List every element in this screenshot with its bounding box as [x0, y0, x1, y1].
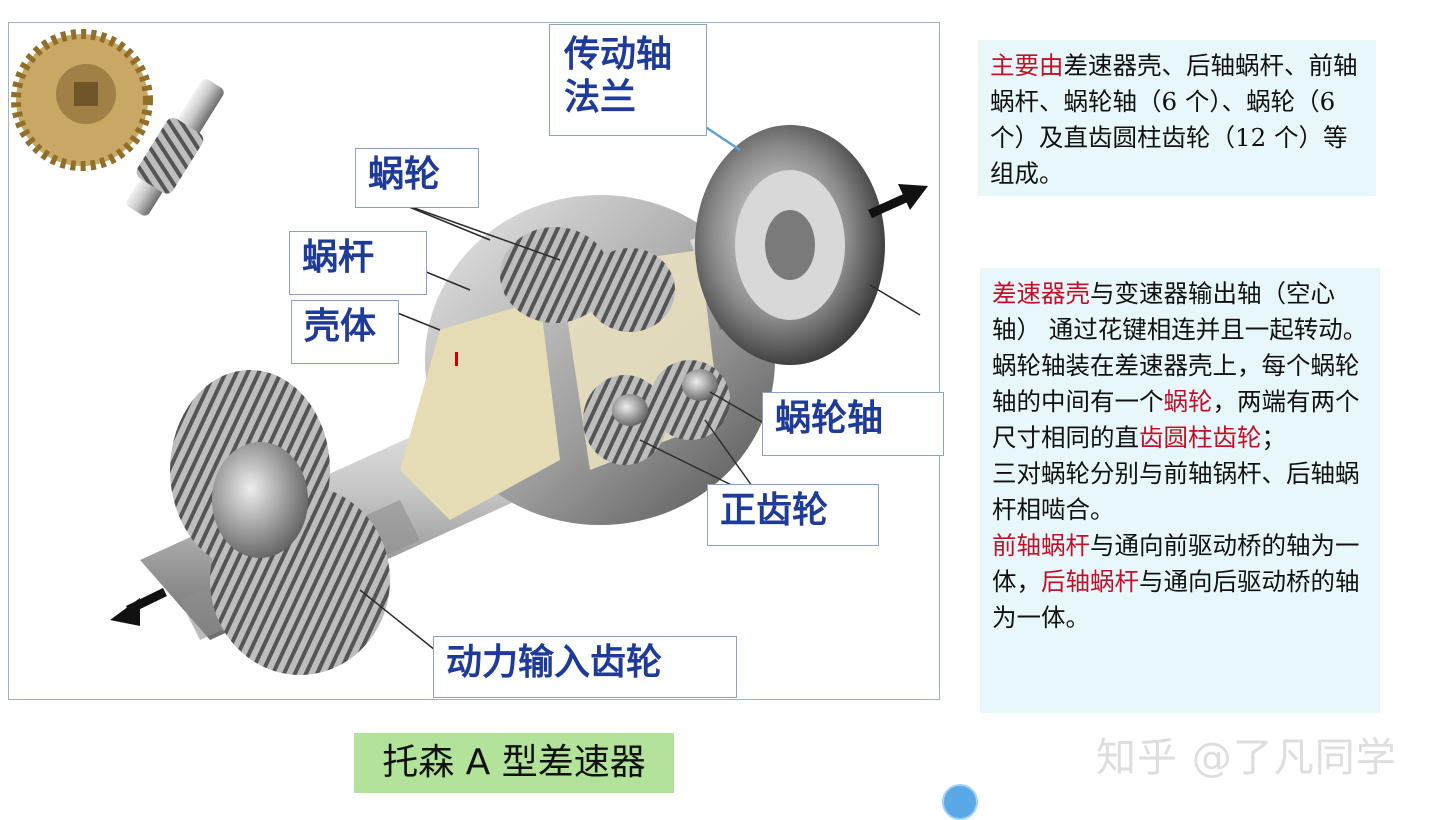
- working-principle-note: 差速器壳与变速器输出轴（空心轴） 通过花键相连并且一起转动。 蜗轮轴装在差速器壳…: [980, 268, 1380, 713]
- note-housing: 差速器壳: [992, 279, 1090, 308]
- floating-bubble-icon[interactable]: [942, 784, 978, 820]
- worm-wheel-shaft-label: 蜗轮轴: [762, 392, 944, 456]
- output-flange: [690, 125, 885, 365]
- note-p4-a: 与通向前驱动桥的轴为一体，: [992, 531, 1360, 596]
- input-gear-label: 动力输入齿轮: [433, 636, 737, 698]
- spur-gear-label: 正齿轮: [707, 484, 879, 546]
- composition-text: 差速器壳、后轴蜗杆、前轴蜗杆、蜗轮轴（6 个）、蜗轮（6 个）及直齿圆柱齿轮（1…: [990, 51, 1358, 188]
- composition-lead: 主要由: [990, 51, 1064, 80]
- note-p2-a: 蜗轮轴装在差速器壳上，每个蜗轮轴的中间有一个: [992, 351, 1360, 416]
- diagram-caption: 托森 A 型差速器: [354, 733, 674, 793]
- housing-label: 壳体: [291, 300, 399, 364]
- note-p4-b: 与通向后驱动桥的轴为一体。: [992, 567, 1360, 632]
- worm-wheel-label: 蜗轮: [355, 148, 479, 208]
- note-p1-text: 与变速器输出轴（空心轴） 通过花键相连并且一起转动。: [992, 279, 1368, 344]
- worm-gear-inset: [11, 29, 224, 216]
- note-spur-gear: 齿圆柱齿轮: [1139, 423, 1262, 452]
- note-front-worm: 前轴蜗杆: [992, 531, 1090, 560]
- watermark: 知乎 @了凡同学: [1096, 735, 1397, 781]
- flange-label: 传动轴 法兰: [549, 24, 707, 136]
- note-p2-b: ，两端有两个尺寸相同的直: [992, 387, 1360, 452]
- note-p3: 三对蜗轮分别与前轴锅杆、后轴蜗杆相啮合。: [992, 459, 1360, 524]
- direction-arrows: [110, 184, 928, 626]
- note-worm-wheel: 蜗轮: [1163, 387, 1213, 416]
- input-gear: [170, 370, 390, 675]
- note-rear-worm: 后轴蜗杆: [1041, 567, 1139, 596]
- worm-label: 蜗杆: [289, 231, 427, 295]
- composition-note: 主要由差速器壳、后轴蜗杆、前轴蜗杆、蜗轮轴（6 个）、蜗轮（6 个）及直齿圆柱齿…: [978, 40, 1376, 196]
- note-p2-c: ；: [1261, 423, 1287, 452]
